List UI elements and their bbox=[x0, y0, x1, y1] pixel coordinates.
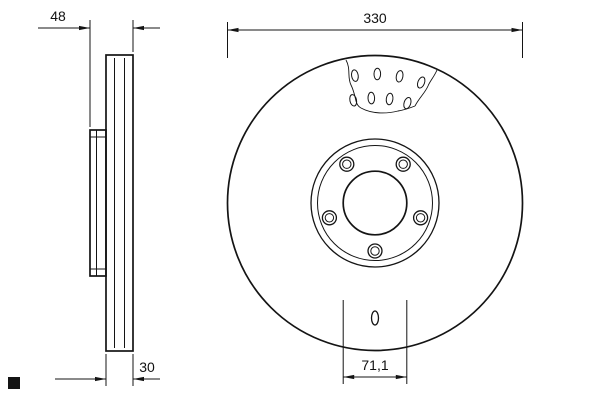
friction-ring-section bbox=[105, 54, 134, 352]
bolt-hole bbox=[339, 156, 355, 172]
dim-thickness: 30 bbox=[55, 354, 160, 386]
dim-thickness-label: 30 bbox=[139, 359, 155, 375]
vent-slot bbox=[367, 91, 376, 105]
bolt-holes bbox=[321, 156, 429, 259]
bolt-hole bbox=[321, 210, 338, 226]
vent-slot bbox=[395, 70, 404, 83]
dim-total-width: 48 bbox=[38, 8, 160, 127]
bolt-hole bbox=[395, 156, 411, 172]
bottom-vent-slot bbox=[370, 310, 380, 326]
hat-outer-circle bbox=[310, 138, 440, 268]
breakout-edge-right bbox=[414, 69, 438, 107]
vent-slot bbox=[351, 69, 359, 82]
breakout-edge-left bbox=[345, 59, 362, 109]
vent-slot bbox=[349, 94, 358, 107]
side-view bbox=[89, 54, 134, 352]
front-view bbox=[226, 54, 524, 352]
dim-outer-diameter-label: 330 bbox=[363, 10, 387, 26]
corner-registration-mark bbox=[8, 377, 20, 389]
breakout-edge-bottom bbox=[360, 105, 416, 114]
vent-slot bbox=[373, 67, 382, 81]
bolt-hole bbox=[367, 243, 383, 259]
dim-centre-bore-label: 71,1 bbox=[361, 357, 388, 373]
hat-inner-circle bbox=[317, 145, 433, 261]
vent-slot bbox=[385, 92, 394, 106]
bolt-hole bbox=[412, 210, 429, 226]
vent-slot bbox=[403, 96, 412, 110]
dim-outer-diameter: 330 bbox=[227, 10, 523, 58]
vent-slots bbox=[349, 67, 426, 110]
vent-breakout bbox=[345, 59, 438, 114]
dim-centre-bore: 71,1 bbox=[342, 300, 408, 384]
vent-slot bbox=[416, 76, 426, 89]
outer-diameter-circle bbox=[226, 54, 524, 352]
centre-bore-circle bbox=[342, 170, 408, 236]
hub-hat-section bbox=[89, 129, 107, 277]
dim-total-width-label: 48 bbox=[50, 8, 66, 24]
